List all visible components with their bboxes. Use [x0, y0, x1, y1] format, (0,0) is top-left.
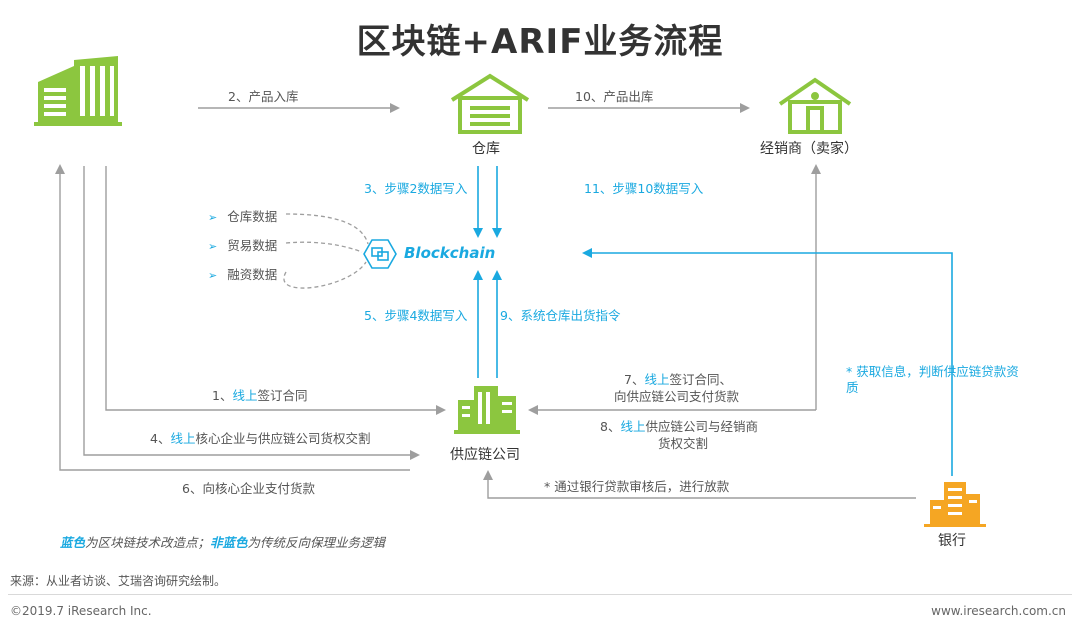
flow-10-label: 10、产品出库: [575, 89, 654, 104]
flow-8-label-line2: 货权交割: [658, 436, 709, 451]
flow-1-label: 1、线上签订合同: [212, 388, 308, 403]
arrow-core-payment: [55, 164, 410, 471]
flow-7-label-line2: 向供应链公司支付货款: [614, 389, 740, 404]
data-type-connectors: [283, 213, 369, 289]
supply-chain-company-icon: [454, 386, 520, 434]
bank-info-label-line1: * 获取信息，判断供应链贷款资: [846, 364, 1019, 379]
flow-8-label-line1: 8、线上供应链公司与经销商: [600, 419, 758, 434]
data-type-trade: ➢贸易数据: [208, 238, 278, 253]
arrow-bank-loan: [483, 470, 916, 499]
bank-loan-label: * 通过银行贷款审核后，进行放款: [544, 479, 730, 494]
flow-11-label: 11、步骤10数据写入: [584, 181, 704, 196]
flow-7-label-line1: 7、线上签订合同、: [624, 372, 732, 387]
flow-9-label: 9、系统仓库出货指令: [500, 308, 621, 323]
data-type-financing: ➢融资数据: [208, 267, 278, 282]
flow-3-label: 3、步骤2数据写入: [364, 181, 468, 196]
diagram-title: 区块链+ARIF业务流程: [356, 22, 724, 62]
dealer-house-icon: [778, 77, 852, 134]
warehouse-icon: [450, 73, 530, 134]
flow-6-label: 6、向核心企业支付货款: [182, 481, 315, 496]
bank-label: 银行: [938, 533, 966, 549]
core-enterprise-building-icon: [34, 56, 122, 126]
source-note: 来源：从业者访谈、艾瑞咨询研究绘制。: [10, 574, 227, 588]
bank-info-label-line2: 质: [846, 380, 859, 395]
flow-2-label: 2、产品入库: [228, 89, 299, 104]
copyright: ©2019.7 iResearch Inc.: [10, 604, 152, 618]
supply-chain-company-label: 供应链公司: [450, 447, 520, 463]
arrow-goods-transfer: [83, 166, 420, 460]
data-type-warehouse: ➢仓库数据: [208, 209, 278, 224]
arrow-sign-contract: [105, 166, 446, 415]
blockchain-hexagon-icon: [363, 239, 397, 269]
flow-5-label: 5、步骤4数据写入: [364, 308, 468, 323]
website-url: www.iresearch.com.cn: [931, 604, 1066, 618]
dealer-label: 经销商（卖家）: [760, 141, 858, 157]
arrow-bank-query: [582, 248, 953, 476]
blockchain-label: Blockchain: [404, 244, 496, 262]
footer-divider: [8, 594, 1072, 595]
bank-building-icon: [924, 482, 986, 527]
warehouse-label: 仓库: [472, 141, 500, 157]
legend: 蓝色为区块链技术改造点；非蓝色为传统反向保理业务逻辑: [60, 535, 386, 550]
flow-4-label: 4、线上核心企业与供应链公司货权交割: [150, 431, 371, 446]
